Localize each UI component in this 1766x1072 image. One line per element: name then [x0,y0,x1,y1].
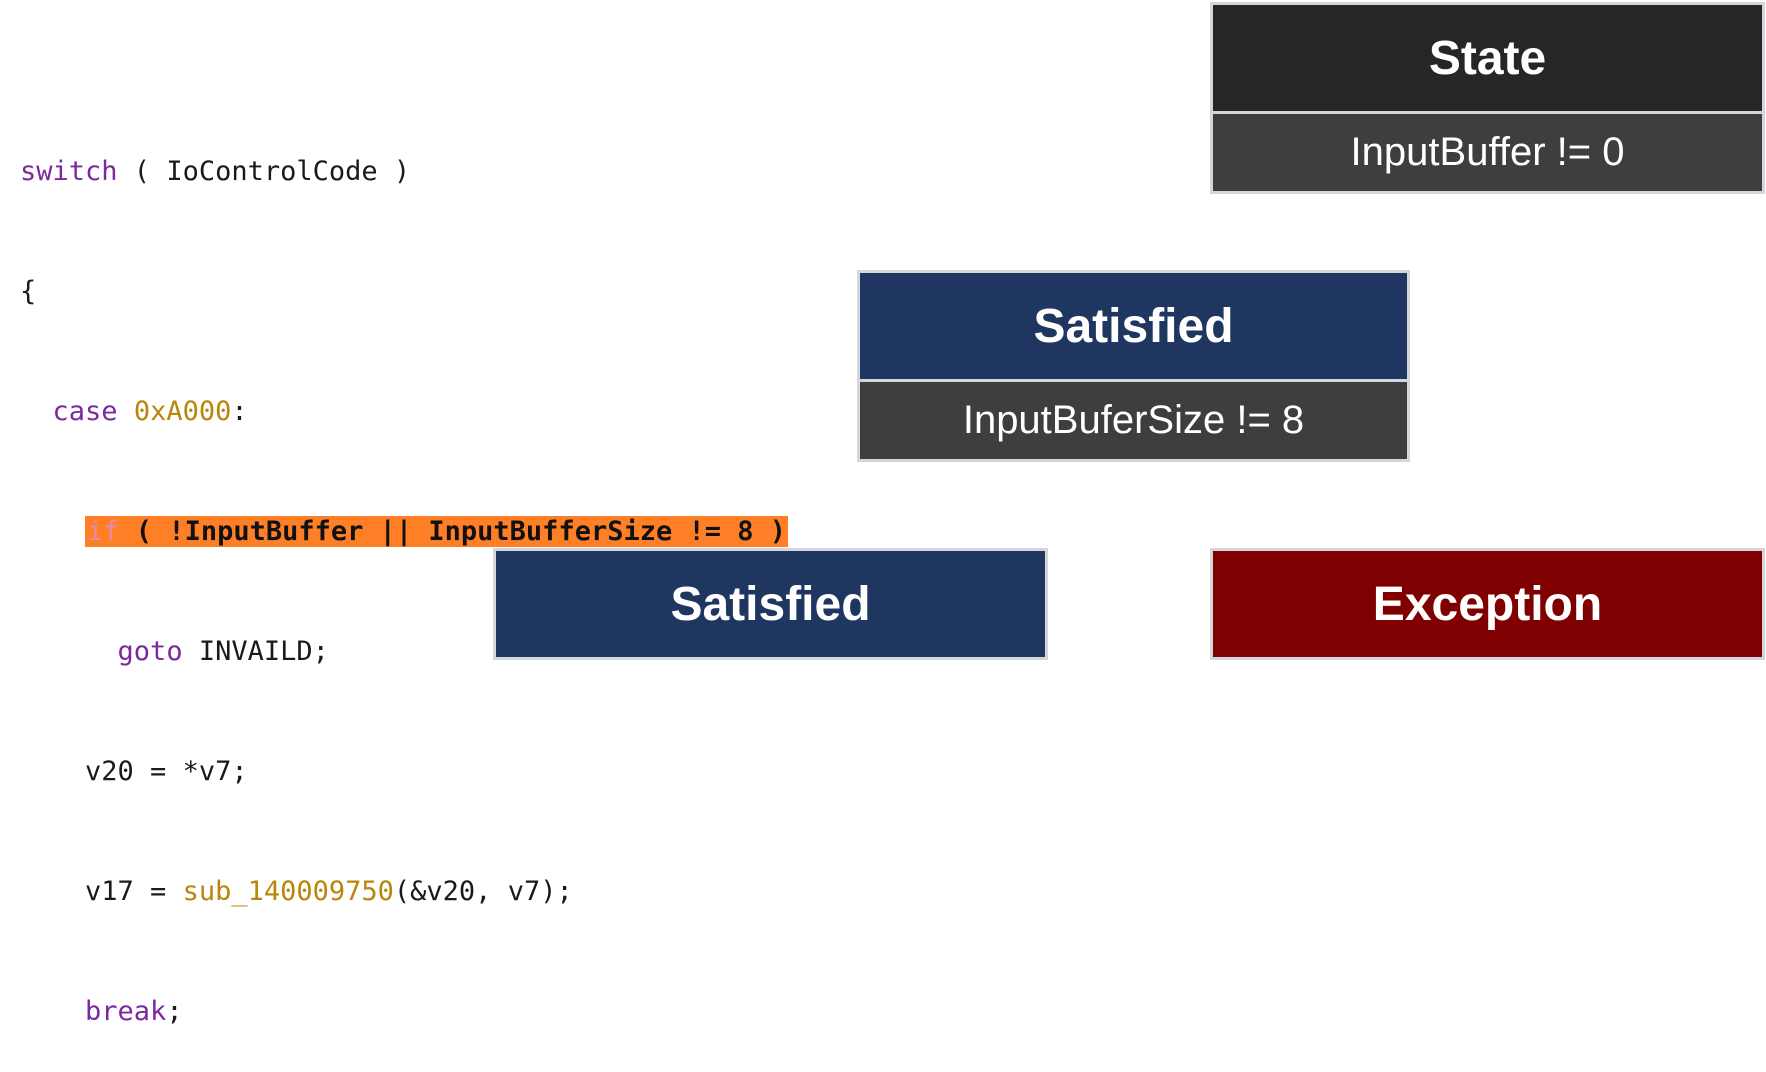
code-line-if: if ( !InputBuffer || InputBufferSize != … [20,512,789,552]
v17-lhs: v17 = [85,876,183,907]
exception-box: Exception [1210,548,1765,660]
code-line-goto: goto INVAILD; [20,632,788,672]
if-condition: ( !InputBuffer || InputBufferSize != 8 ) [119,516,787,547]
function-name: sub_140009750 [182,876,394,907]
code-line-break: break; [20,992,788,1032]
v20-assignment: v20 = *v7; [85,756,248,787]
case-colon: : [231,396,248,427]
keyword-case: case [52,396,118,427]
satisfied-box-result: Satisfied [493,548,1048,660]
satisfied-box-condition: Satisfied InputBuferSize != 8 [857,270,1410,462]
code-line-switch: switch ( IoControlCode ) [20,152,788,192]
highlighted-if-condition: if ( !InputBuffer || InputBufferSize != … [85,516,789,547]
keyword-goto: goto [117,636,183,667]
satisfied-title: Satisfied [860,273,1407,380]
satisfied-condition: InputBuferSize != 8 [860,379,1407,459]
state-box: State InputBuffer != 0 [1210,2,1765,194]
code-line-case: case 0xA000: [20,392,788,432]
keyword-if: if [87,516,120,547]
goto-target: INVAILD; [182,636,329,667]
code-line-v20: v20 = *v7; [20,752,788,792]
open-brace: { [20,276,37,307]
state-title: State [1213,5,1762,112]
case-value: 0xA000 [133,396,232,427]
state-condition: InputBuffer != 0 [1213,111,1762,191]
keyword-switch: switch [20,156,118,187]
switch-expression: ( IoControlCode ) [117,156,411,187]
break-semicolon: ; [166,996,183,1027]
exception-title: Exception [1213,551,1762,657]
keyword-break: break [85,996,167,1027]
code-line-v17: v17 = sub_140009750(&v20, v7); [20,872,788,912]
code-line-open-brace: { [20,272,788,312]
satisfied-result-title: Satisfied [496,551,1045,657]
function-args: (&v20, v7); [393,876,573,907]
